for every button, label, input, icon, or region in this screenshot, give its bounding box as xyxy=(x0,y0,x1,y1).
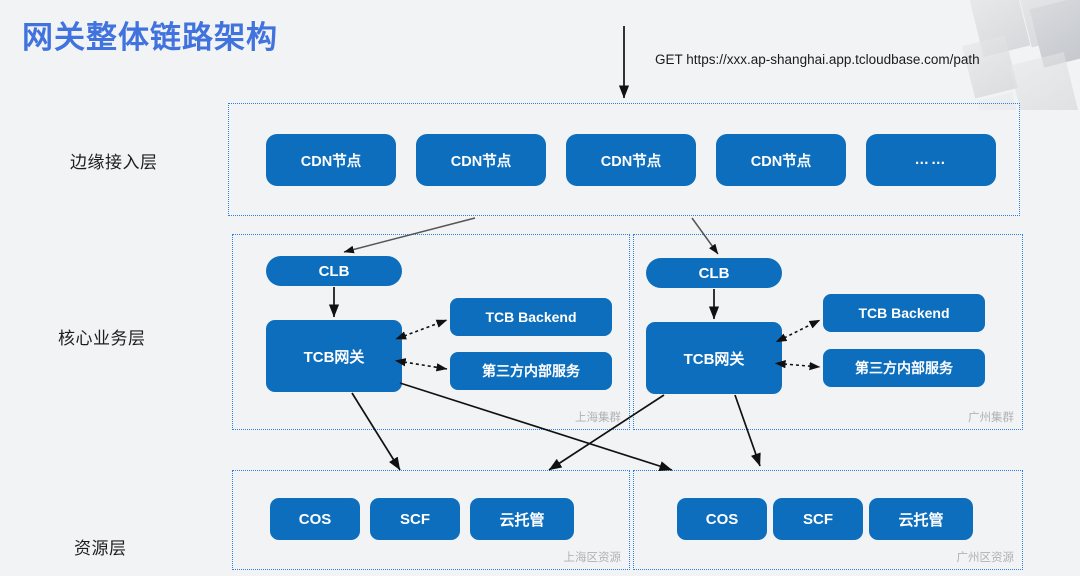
layer-label-edge: 边缘接入层 xyxy=(70,153,158,172)
scf-node-guangzhou[interactable]: SCF xyxy=(773,498,863,540)
cdn-node-1[interactable]: CDN节点 xyxy=(266,134,396,186)
page-title: 网关整体链路架构 xyxy=(22,20,278,55)
layer-label-resource: 资源层 xyxy=(74,539,127,558)
resource-tag-shanghai: 上海区资源 xyxy=(563,552,622,564)
layer-label-core: 核心业务层 xyxy=(58,329,146,348)
cloud-hosting-node-shanghai[interactable]: 云托管 xyxy=(470,498,574,540)
clb-node-shanghai[interactable]: CLB xyxy=(266,256,402,286)
tcb-backend-shanghai[interactable]: TCB Backend xyxy=(450,298,612,336)
cdn-node-2[interactable]: CDN节点 xyxy=(416,134,546,186)
cloud-hosting-node-guangzhou[interactable]: 云托管 xyxy=(869,498,973,540)
tcb-gateway-guangzhou[interactable]: TCB网关 xyxy=(646,322,782,394)
cluster-tag-guangzhou: 广州集群 xyxy=(968,412,1014,424)
cdn-node-4[interactable]: CDN节点 xyxy=(716,134,846,186)
tcb-backend-guangzhou[interactable]: TCB Backend xyxy=(823,294,985,332)
resource-tag-guangzhou: 广州区资源 xyxy=(956,552,1015,564)
cos-node-shanghai[interactable]: COS xyxy=(270,498,360,540)
edge-layer-panel xyxy=(228,103,1020,216)
cos-node-guangzhou[interactable]: COS xyxy=(677,498,767,540)
request-url-label: GET https://xxx.ap-shanghai.app.tcloudba… xyxy=(655,52,980,67)
clb-node-guangzhou[interactable]: CLB xyxy=(646,258,782,288)
resource-panel-guangzhou: 广州区资源 xyxy=(633,470,1023,570)
core-cluster-panel-guangzhou: 广州集群 xyxy=(633,234,1023,430)
third-party-service-guangzhou[interactable]: 第三方内部服务 xyxy=(823,349,985,387)
third-party-service-shanghai[interactable]: 第三方内部服务 xyxy=(450,352,612,390)
scf-node-shanghai[interactable]: SCF xyxy=(370,498,460,540)
tcb-gateway-shanghai[interactable]: TCB网关 xyxy=(266,320,402,392)
cluster-tag-shanghai: 上海集群 xyxy=(575,412,621,424)
cdn-node-more[interactable]: …… xyxy=(866,134,996,186)
cdn-node-3[interactable]: CDN节点 xyxy=(566,134,696,186)
